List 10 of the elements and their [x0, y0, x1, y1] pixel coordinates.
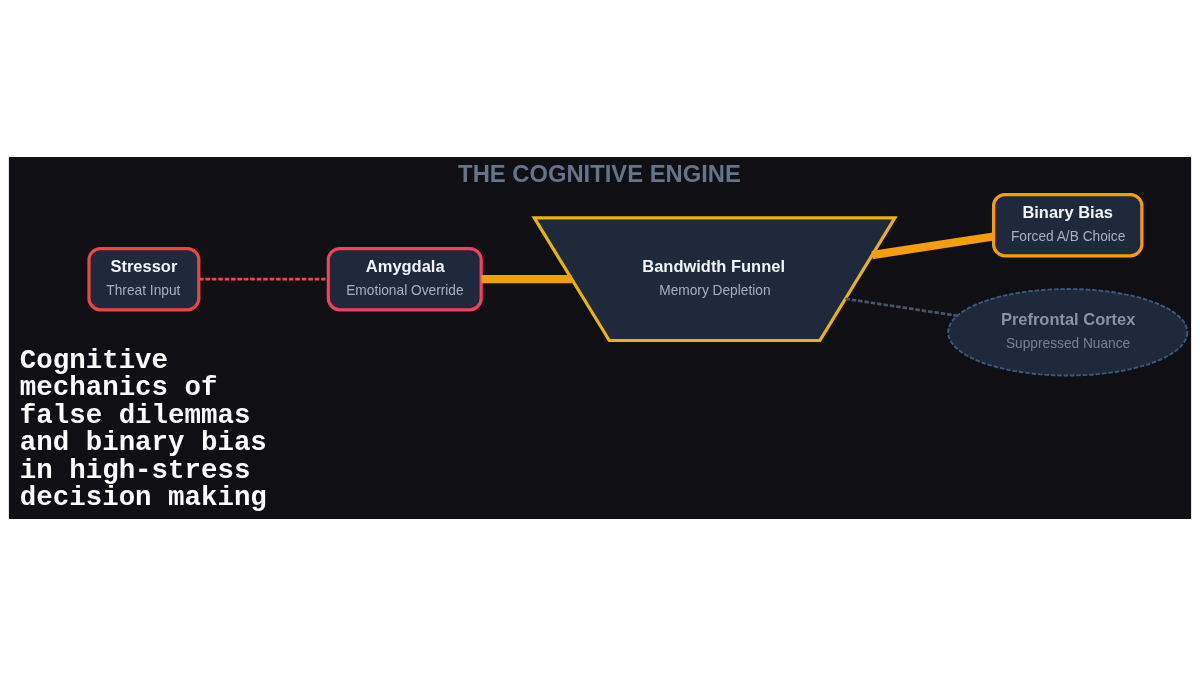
- caption: Cognitive mechanics of false dilemmas and binary bias in high-stress decision making: [19, 344, 267, 513]
- connector: [845, 297, 958, 317]
- node-box: Stressor Threat Input: [87, 246, 201, 311]
- node-box: Binary Bias Forced A/B Choice: [991, 192, 1144, 257]
- diagram-title: THE COGNITIVE ENGINE: [458, 159, 741, 187]
- connector: [871, 231, 995, 259]
- connector: [481, 274, 572, 283]
- node-box: Amygdala Emotional Override: [326, 246, 483, 311]
- connector: [199, 277, 329, 281]
- node-ellipse: Prefrontal Cortex Suppressed Nuance: [947, 287, 1189, 376]
